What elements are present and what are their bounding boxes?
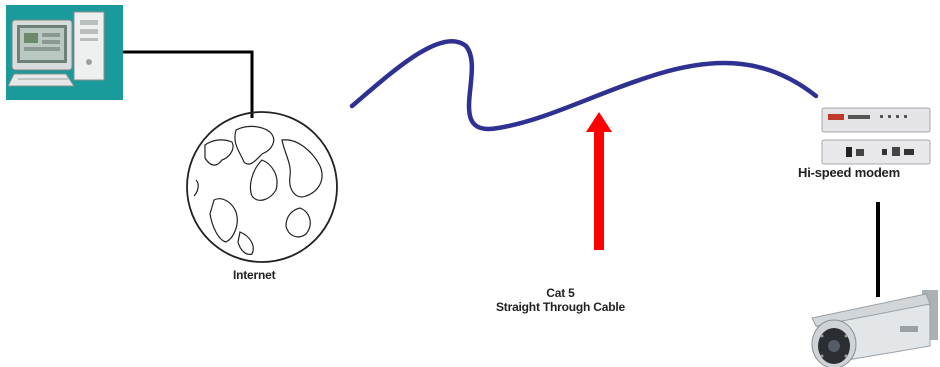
globe-icon (187, 112, 337, 262)
red-arrow-icon (586, 112, 612, 250)
modem-label: Hi-speed modem (798, 165, 900, 180)
internet-label: Internet (233, 268, 275, 282)
cable-label-line1: Cat 5 (496, 286, 625, 300)
modem-icon (822, 108, 930, 164)
desktop-computer-icon (6, 5, 123, 100)
cable-label: Cat 5 Straight Through Cable (496, 286, 625, 314)
ip-camera-icon (812, 290, 938, 367)
cat5-cable (352, 41, 816, 129)
pc-internet-wire (123, 52, 252, 118)
cable-label-line2: Straight Through Cable (496, 300, 625, 314)
